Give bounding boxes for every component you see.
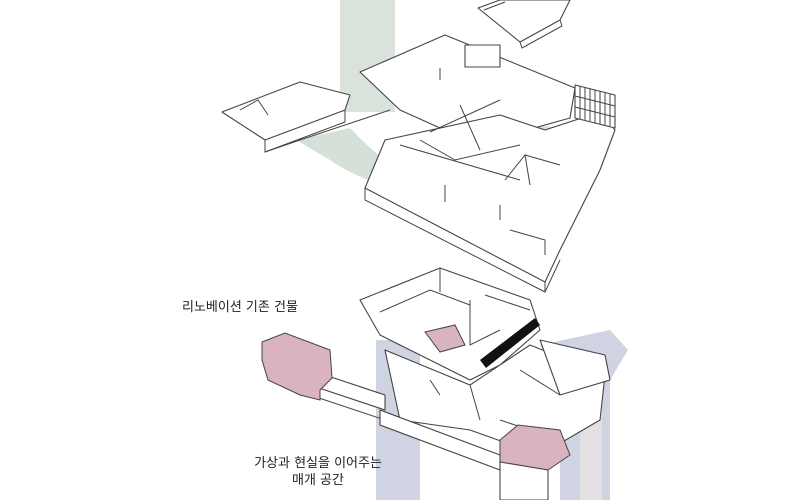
medium-space-label: 가상과 현실을 이어주는 매개 공간 [218, 455, 418, 489]
black-stair [480, 318, 540, 368]
lower-floor [261, 267, 611, 500]
grid-facade [574, 84, 616, 129]
medium-space-label-line1: 가상과 현실을 이어주는 [254, 456, 382, 471]
upper-floor [221, 34, 616, 293]
pink-block-left [261, 332, 333, 401]
existing-building-label: 리노베이션 기존 건물 [182, 300, 298, 315]
medium-space-label-line2: 매개 공간 [292, 473, 344, 488]
top-slab [477, 0, 571, 49]
pink-block-center [424, 324, 466, 353]
